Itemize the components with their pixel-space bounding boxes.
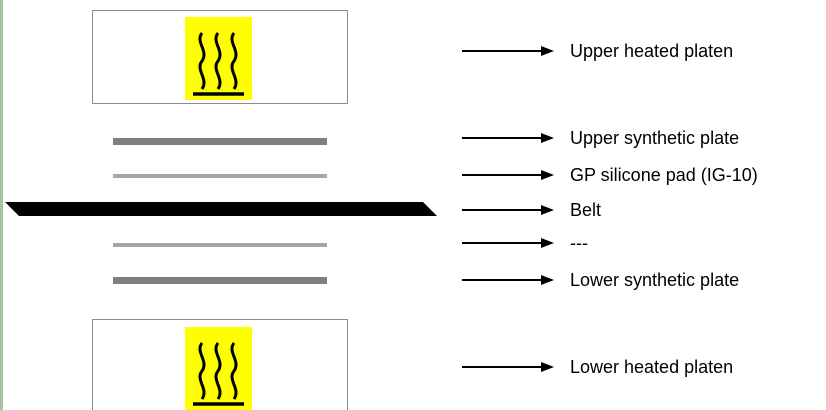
label-upper-synthetic-plate: Upper synthetic plate — [570, 128, 740, 148]
upper-heated-platen — [92, 10, 348, 104]
label-lower-heated-platen: Lower heated platen — [570, 357, 734, 377]
heat-waves-icon — [193, 32, 244, 96]
arrow-lower-synthetic-plate — [462, 275, 554, 285]
arrow-lower-heated-platen — [462, 362, 554, 372]
arrow-gp-silicone-pad — [462, 170, 554, 180]
label-belt: Belt — [570, 200, 602, 220]
hot-surface-icon — [185, 327, 252, 410]
arrow-upper-heated-platen — [462, 46, 554, 56]
arrow-upper-synthetic-plate — [462, 133, 554, 143]
heat-waves-icon — [193, 342, 244, 406]
left-edge-accent — [0, 0, 3, 410]
lower-pad — [113, 243, 327, 247]
lower-heated-platen — [92, 319, 348, 410]
label-gp-silicone-pad: GP silicone pad (IG-10) — [570, 165, 758, 185]
lower-synthetic-plate — [113, 277, 327, 284]
arrow-belt — [462, 205, 554, 215]
belt — [5, 202, 437, 216]
gp-silicone-pad — [113, 174, 327, 178]
label-upper-heated-platen: Upper heated platen — [570, 41, 734, 61]
upper-synthetic-plate — [113, 138, 327, 145]
label-lower-synthetic-plate: Lower synthetic plate — [570, 270, 740, 290]
hot-surface-icon — [185, 17, 252, 100]
arrow-lower-pad — [462, 238, 554, 248]
label-lower-pad: --- — [570, 233, 588, 253]
